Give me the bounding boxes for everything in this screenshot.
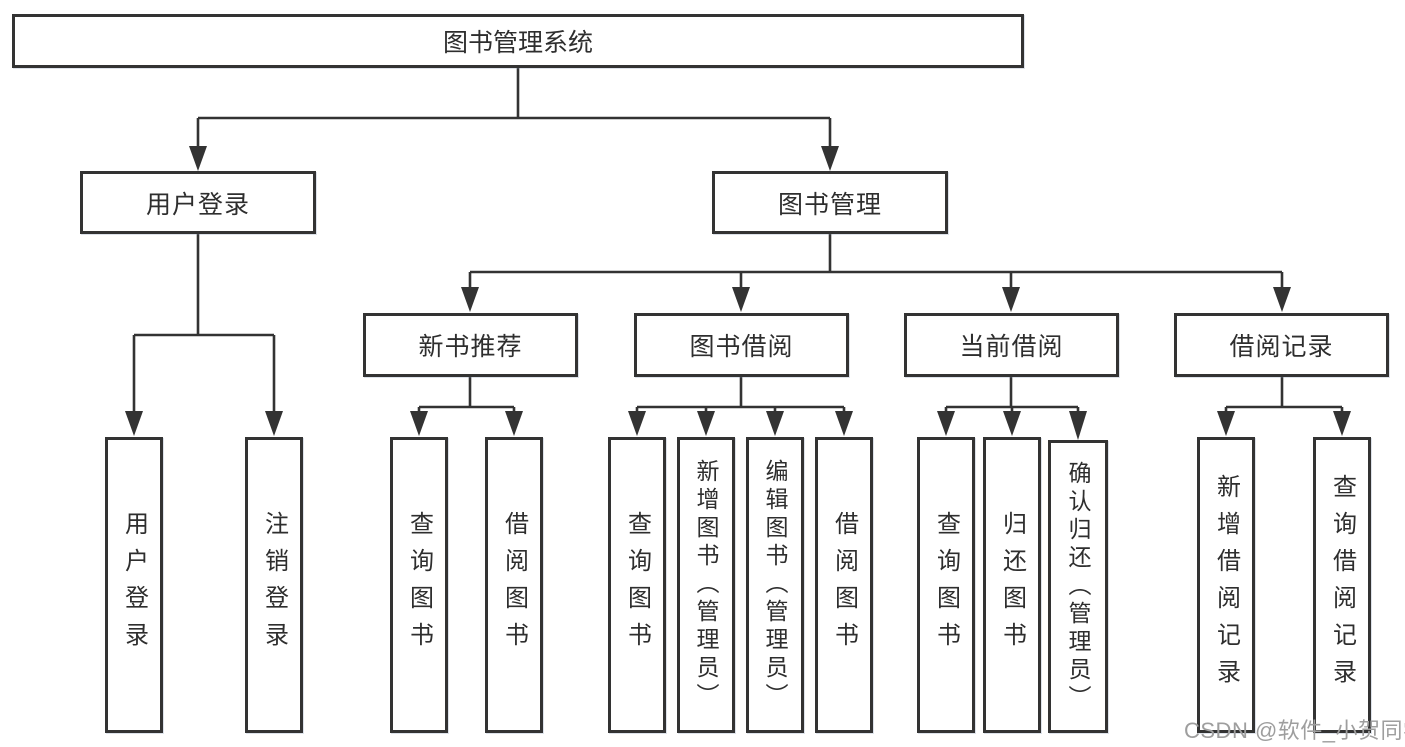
node-book-management: 图书管理 (712, 171, 948, 234)
node-label: 注销登录 (260, 511, 288, 659)
node-label: 用户登录 (120, 511, 148, 659)
node-label: 编辑图书（管理员） (762, 459, 788, 711)
node-borrowing-records: 借阅记录 (1174, 313, 1389, 377)
node-label: 借阅图书 (830, 511, 858, 659)
node-label: 查询图书 (405, 511, 433, 659)
csdn-watermark: CSDN @软件_小贺同学 (1184, 718, 1405, 743)
node-current-borrowing: 当前借阅 (904, 313, 1119, 377)
node-label: 新增图书（管理员） (693, 459, 719, 711)
node-label: 查询借阅记录 (1328, 474, 1356, 696)
node-borrow-book-recommend: 借阅图书 (485, 437, 543, 733)
node-label: 查询图书 (932, 511, 960, 659)
node-label: 查询图书 (623, 511, 651, 659)
node-add-borrow-record: 新增借阅记录 (1197, 437, 1255, 733)
node-confirm-return-admin: 确认归还（管理员） (1048, 440, 1108, 733)
node-add-book-admin: 新增图书（管理员） (677, 437, 735, 733)
node-label: 确认归还（管理员） (1065, 460, 1091, 713)
node-user-login-group: 用户登录 (80, 171, 316, 234)
node-search-borrow-record: 查询借阅记录 (1313, 437, 1371, 733)
node-search-book-recommend: 查询图书 (390, 437, 448, 733)
node-book-borrowing: 图书借阅 (634, 313, 849, 377)
node-borrow-book-borrowing: 借阅图书 (815, 437, 873, 733)
node-edit-book-admin: 编辑图书（管理员） (746, 437, 804, 733)
node-new-book-recommend: 新书推荐 (363, 313, 578, 377)
node-user-login: 用户登录 (105, 437, 163, 733)
node-return-book: 归还图书 (983, 437, 1041, 733)
node-label: 新增借阅记录 (1212, 474, 1240, 696)
node-label: 借阅图书 (500, 511, 528, 659)
node-search-book-current: 查询图书 (917, 437, 975, 733)
node-label: 归还图书 (998, 511, 1026, 659)
node-logout: 注销登录 (245, 437, 303, 733)
node-library-system: 图书管理系统 (12, 14, 1024, 68)
node-search-book-borrowing: 查询图书 (608, 437, 666, 733)
